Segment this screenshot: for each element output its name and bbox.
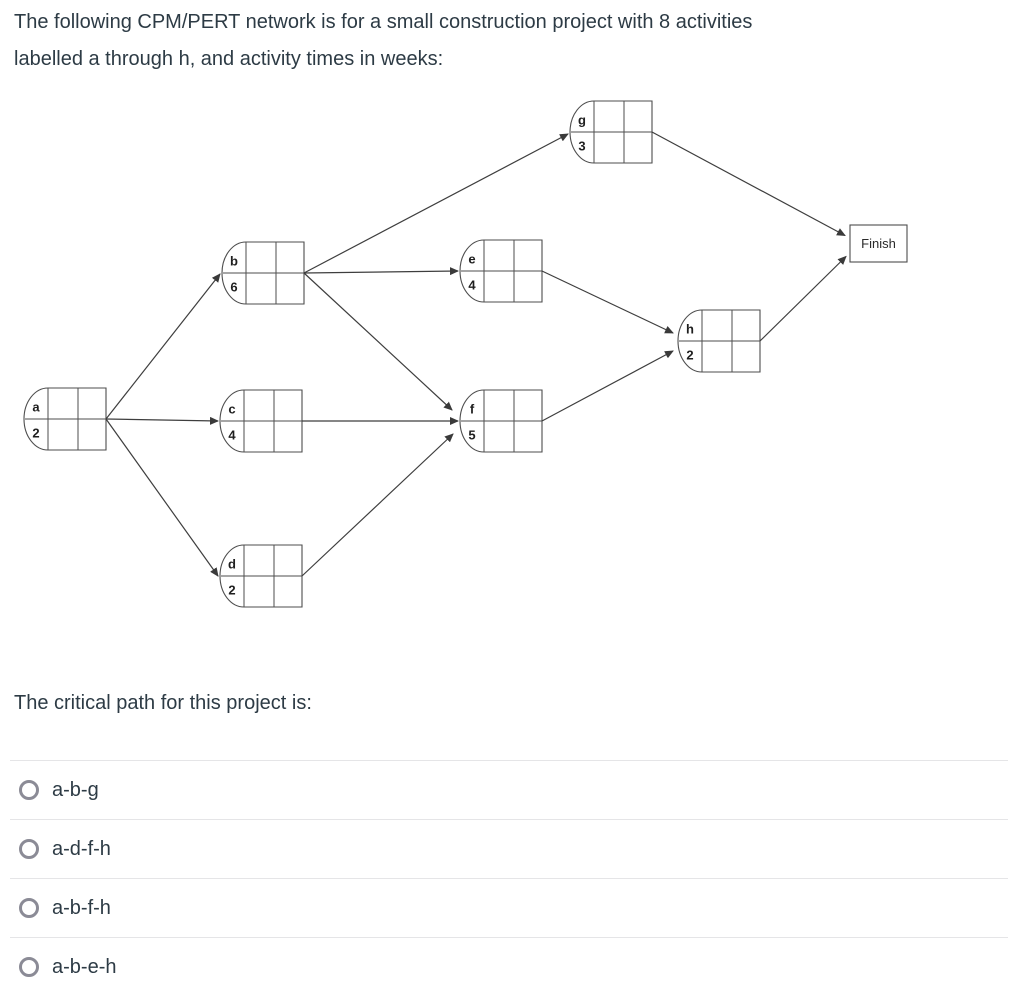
node-duration: 5 bbox=[468, 427, 475, 442]
edge-f-h bbox=[541, 350, 674, 422]
node-letter: h bbox=[686, 321, 694, 336]
answer-option-1[interactable]: a-b-g bbox=[10, 760, 1008, 819]
node-letter: g bbox=[578, 112, 586, 127]
node-letter: c bbox=[228, 401, 235, 416]
activity-node-e: e4 bbox=[459, 239, 543, 303]
node-duration: 4 bbox=[228, 427, 236, 442]
node-duration: 2 bbox=[228, 582, 235, 597]
radio-button[interactable] bbox=[19, 957, 39, 977]
node-letter: a bbox=[32, 399, 40, 414]
activity-node-b: b6 bbox=[221, 241, 305, 305]
node-duration: 2 bbox=[686, 347, 693, 362]
node-letter: d bbox=[228, 556, 236, 571]
node-duration: 2 bbox=[32, 425, 39, 440]
finish-node: Finish bbox=[849, 224, 908, 263]
answer-option-label: a-b-e-h bbox=[52, 955, 117, 978]
activity-node-d: d2 bbox=[219, 544, 303, 608]
activity-node-c: c4 bbox=[219, 389, 303, 453]
node-letter: f bbox=[470, 401, 475, 416]
intro-line-1: The following CPM/PERT network is for a … bbox=[14, 11, 753, 33]
radio-button[interactable] bbox=[19, 898, 39, 918]
edge-a-c bbox=[105, 416, 219, 425]
edge-b-e bbox=[303, 267, 459, 276]
edge-g-finish bbox=[651, 131, 846, 237]
intro-line-2: labelled a through h, and activity times… bbox=[14, 48, 444, 70]
edge-b-g bbox=[303, 133, 569, 274]
activity-node-h: h2 bbox=[677, 309, 761, 373]
answer-options: a-b-g a-d-f-h a-b-f-h a-b-e-h bbox=[0, 760, 1024, 996]
answer-option-4[interactable]: a-b-e-h bbox=[10, 937, 1008, 996]
node-duration: 4 bbox=[468, 277, 476, 292]
edge-a-d bbox=[105, 418, 219, 577]
activity-node-g: g3 bbox=[569, 100, 653, 164]
edge-e-h bbox=[541, 270, 674, 334]
edge-b-f bbox=[303, 272, 453, 411]
answer-option-2[interactable]: a-d-f-h bbox=[10, 819, 1008, 878]
activity-node-a: a2 bbox=[23, 387, 107, 451]
question-text: The critical path for this project is: bbox=[14, 692, 312, 714]
radio-button[interactable] bbox=[19, 780, 39, 800]
node-duration: 6 bbox=[230, 279, 237, 294]
edge-a-b bbox=[105, 273, 221, 420]
activity-node-f: f5 bbox=[459, 389, 543, 453]
edge-d-f bbox=[301, 433, 454, 577]
edge-h-finish bbox=[759, 255, 847, 342]
node-letter: b bbox=[230, 253, 238, 268]
answer-option-label: a-d-f-h bbox=[52, 837, 111, 860]
intro-text: The following CPM/PERT network is for a … bbox=[14, 4, 994, 78]
answer-option-3[interactable]: a-b-f-h bbox=[10, 878, 1008, 937]
radio-button[interactable] bbox=[19, 839, 39, 859]
node-duration: 3 bbox=[578, 138, 585, 153]
answer-option-label: a-b-f-h bbox=[52, 896, 111, 919]
answer-option-label: a-b-g bbox=[52, 778, 99, 801]
finish-label: Finish bbox=[861, 236, 896, 251]
node-letter: e bbox=[468, 251, 475, 266]
